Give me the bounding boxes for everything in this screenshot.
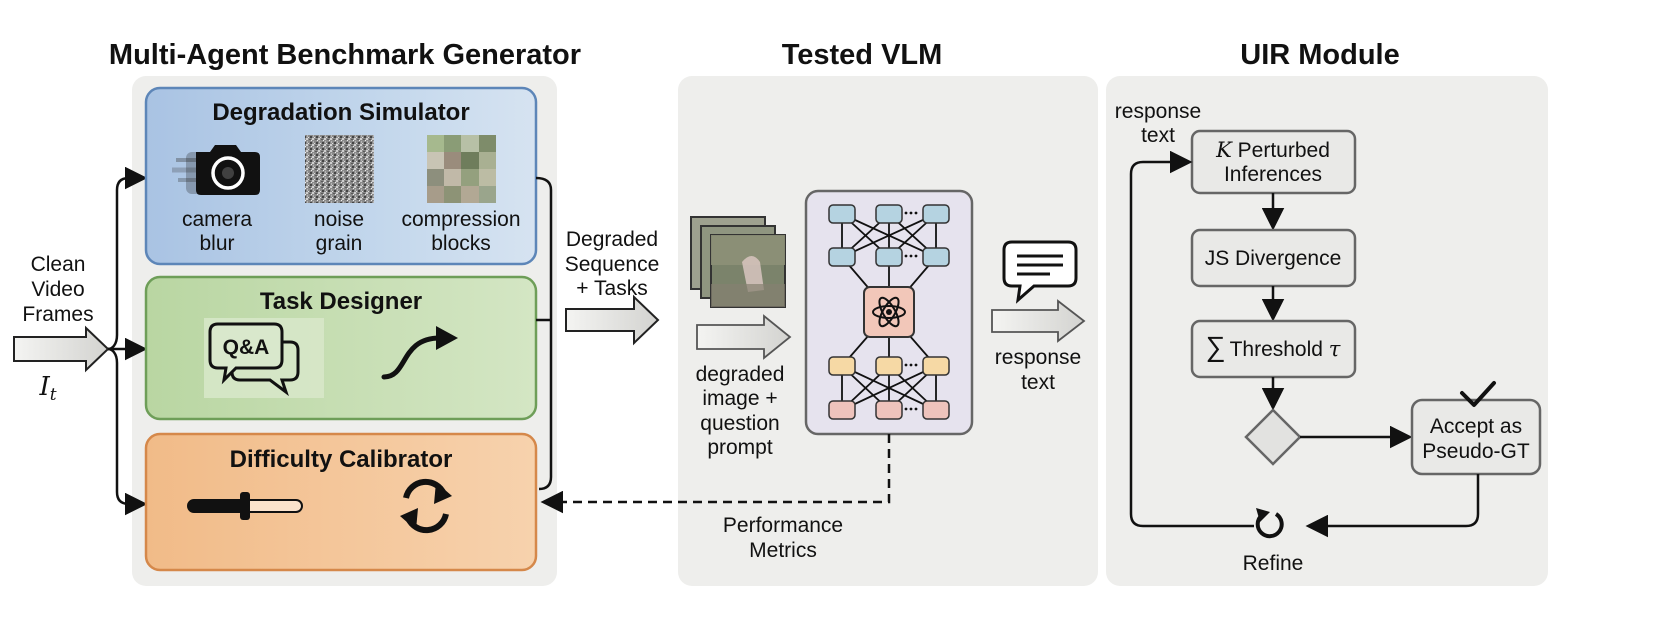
- accept-pseudo-gt-box: Accept as Pseudo-GT: [1410, 398, 1542, 476]
- svg-text:K Perturbed: K Perturbed: [1215, 138, 1330, 162]
- uir-section-title: UIR Module: [1240, 39, 1400, 71]
- task-designer-title: Task Designer: [260, 288, 422, 315]
- input-line2: Video: [31, 278, 84, 301]
- checkmark-icon: [1460, 381, 1496, 407]
- noise-grain-label-1: noise: [314, 208, 364, 231]
- degraded-sequence-arrow: [565, 294, 660, 346]
- performance-metrics-label: Performance Metrics: [723, 514, 843, 562]
- input-arrow: [13, 325, 110, 373]
- svg-text:degraded: degraded: [696, 363, 785, 386]
- input-line1: Clean: [31, 253, 86, 276]
- svg-text:Pseudo-GT: Pseudo-GT: [1422, 440, 1530, 463]
- svg-text:Metrics: Metrics: [749, 539, 817, 562]
- compression-blocks-label-1: compression: [401, 208, 520, 231]
- camera-blur-icon: [172, 145, 260, 195]
- input-label: Clean Video Frames: [22, 253, 93, 326]
- svg-text:prompt: prompt: [707, 436, 773, 459]
- difficulty-calibrator-box: Difficulty Calibrator: [144, 432, 538, 572]
- degradation-title: Degradation Simulator: [212, 99, 469, 126]
- qa-text: Q&A: [223, 336, 270, 359]
- curved-arrow-icon: [381, 326, 458, 380]
- svg-text:Performance: Performance: [723, 514, 843, 537]
- svg-text:response: response: [995, 346, 1081, 369]
- input-symbol: It: [38, 372, 56, 405]
- svg-text:text: text: [1021, 371, 1055, 394]
- svg-text:text: text: [1141, 124, 1175, 147]
- feedback-dashed-arrow: [540, 434, 891, 514]
- arrow-accept-to-refine: [1305, 474, 1480, 538]
- svg-text:Sequence: Sequence: [565, 253, 660, 276]
- branch-arrow-difficulty: [107, 347, 148, 516]
- decision-diamond: [1244, 408, 1302, 466]
- branch-arrow-degradation: [107, 166, 148, 351]
- svg-text:Inferences: Inferences: [1224, 163, 1322, 186]
- refine-icon: [1255, 508, 1284, 539]
- refine-label: Refine: [1243, 552, 1304, 575]
- svg-text:+ Tasks: + Tasks: [576, 277, 647, 300]
- svg-text:question: question: [700, 412, 779, 435]
- compression-blocks-icon: [427, 135, 496, 203]
- degraded-frames-stack-icon: [690, 216, 786, 308]
- camera-blur-label-2: blur: [199, 232, 234, 255]
- slider-icon: [187, 492, 303, 520]
- camera-blur-label-1: camera: [182, 208, 252, 231]
- degraded-image-label: degraded image + question prompt: [696, 363, 785, 459]
- arrow-refine-loop: [1129, 150, 1254, 528]
- qa-bubble-icon: Q&A: [204, 318, 324, 398]
- vlm-response-text-label: response text: [995, 346, 1081, 394]
- generator-section-title: Multi-Agent Benchmark Generator: [109, 39, 581, 71]
- vlm-output-arrow: [991, 299, 1086, 343]
- threshold-box: ∑Threshold τ: [1190, 319, 1357, 379]
- js-divergence-box: JS Divergence: [1190, 228, 1357, 288]
- vlm-network-box: [804, 189, 974, 436]
- difficulty-title: Difficulty Calibrator: [230, 446, 453, 473]
- svg-text:image +: image +: [702, 387, 777, 410]
- noise-grain-label-2: grain: [316, 232, 363, 255]
- svg-text:Degraded: Degraded: [566, 228, 658, 251]
- vlm-section-title: Tested VLM: [782, 39, 943, 71]
- svg-text:JS Divergence: JS Divergence: [1205, 247, 1342, 270]
- refresh-cycle-icon: [400, 478, 452, 534]
- task-designer-box: Task Designer Q&A: [144, 275, 538, 421]
- noise-grain-icon: [305, 135, 374, 203]
- svg-text:response: response: [1115, 100, 1201, 123]
- atom-core-icon: [863, 286, 915, 338]
- degradation-simulator-box: Degradation Simulator camera blur noise …: [144, 86, 538, 266]
- svg-text:Accept as: Accept as: [1430, 415, 1522, 438]
- uir-response-text-label: response text: [1115, 100, 1201, 147]
- degraded-sequence-label: Degraded Sequence + Tasks: [565, 228, 660, 300]
- vlm-input-arrow: [696, 314, 792, 360]
- chat-bubble-icon: [1002, 240, 1078, 304]
- compression-blocks-label-2: blocks: [431, 232, 491, 255]
- svg-text:∑Threshold τ: ∑Threshold τ: [1206, 331, 1341, 362]
- merge-bracket: [535, 176, 553, 491]
- perturbed-inferences-box: K Perturbed Inferences: [1190, 129, 1357, 195]
- input-line3: Frames: [22, 303, 93, 326]
